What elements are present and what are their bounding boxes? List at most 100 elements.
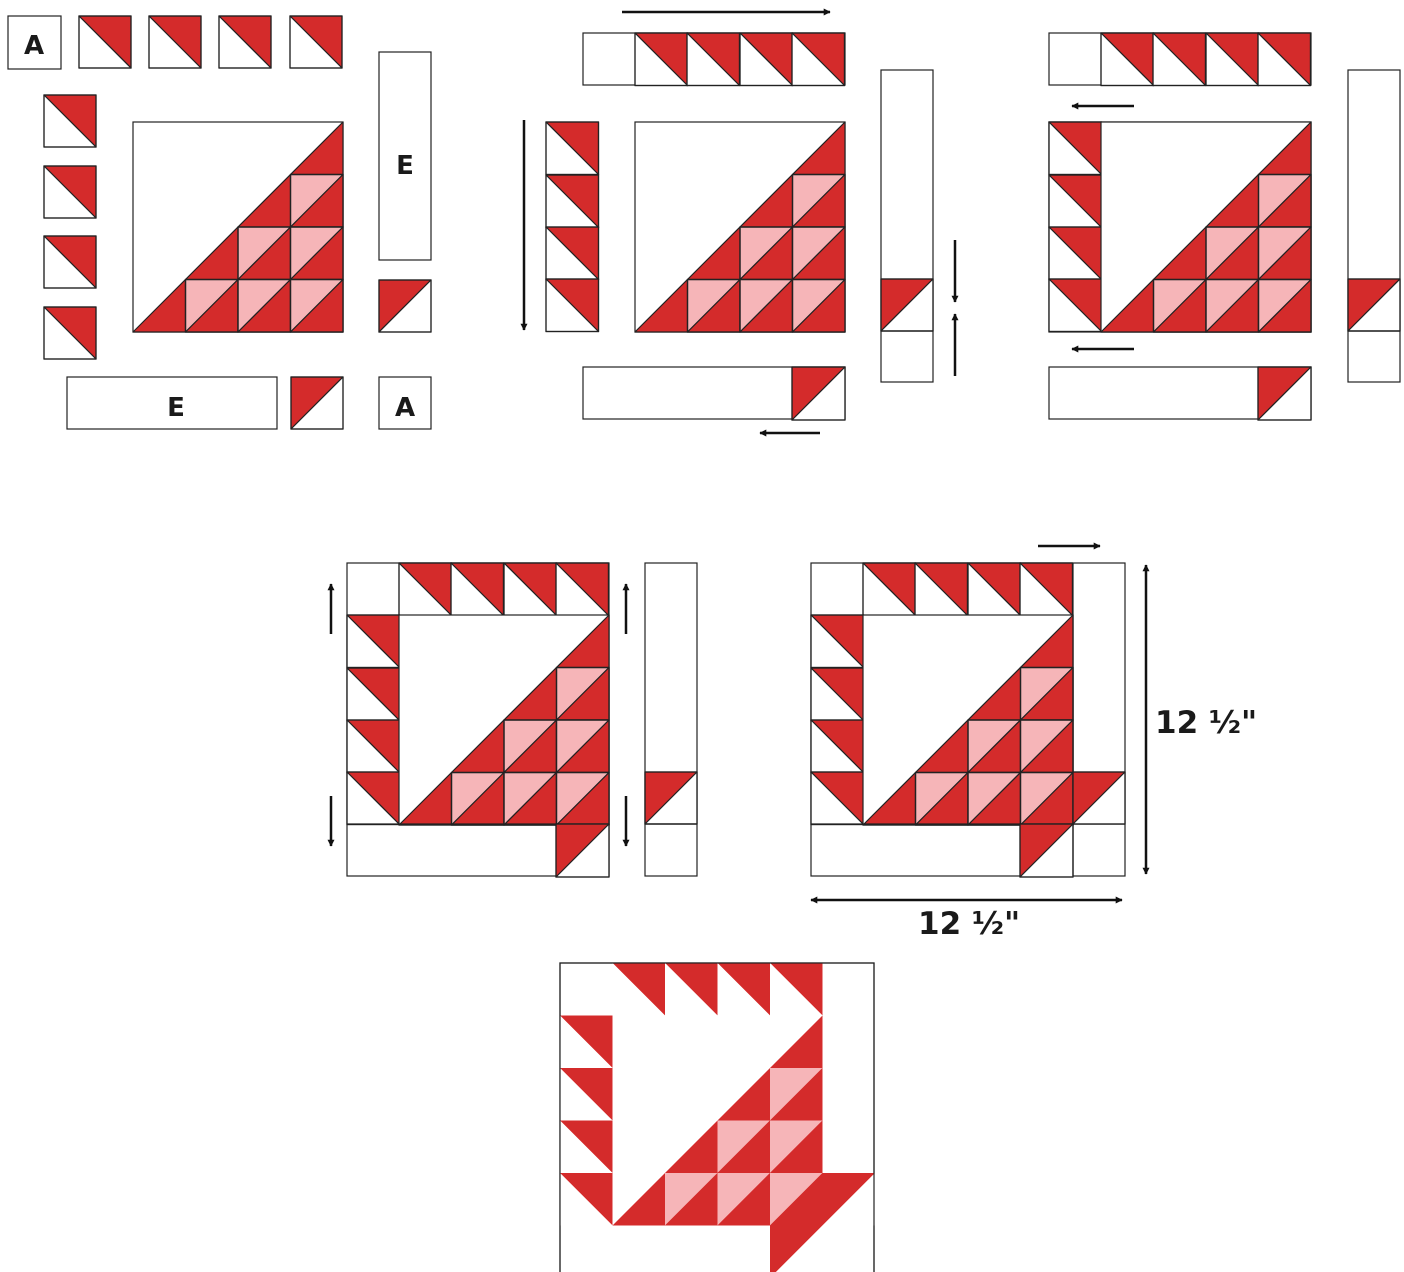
width-dimension-label: 12 ½" xyxy=(918,906,1020,942)
hst-outline xyxy=(791,366,846,421)
half-square-triangle xyxy=(545,226,600,281)
half-square-triangle xyxy=(1257,173,1312,228)
patch-a-label: A xyxy=(24,31,44,61)
half-square-triangle xyxy=(545,278,600,333)
half-square-triangle xyxy=(148,15,202,69)
patch-e-label: E xyxy=(167,393,185,423)
hst-outline xyxy=(555,823,610,878)
half-square-triangle xyxy=(914,562,969,617)
half-square-triangle xyxy=(770,1120,823,1173)
hst-light-half xyxy=(770,1173,823,1226)
step-5-block-assembled xyxy=(810,562,1126,878)
step-1-labels: A E E A xyxy=(24,31,415,423)
step-2-press-arrows xyxy=(520,8,959,437)
hst-outline xyxy=(78,15,132,69)
half-square-triangle xyxy=(560,1120,613,1173)
half-square-triangle xyxy=(862,562,917,617)
half-square-triangle xyxy=(1205,226,1260,281)
half-square-triangle xyxy=(810,614,865,669)
hst-light-half xyxy=(717,1120,770,1173)
step-3-press-arrows xyxy=(1071,102,1134,353)
half-square-triangle xyxy=(717,963,770,1016)
half-square-triangle xyxy=(665,963,718,1016)
half-square-triangle xyxy=(346,667,401,722)
center-unit xyxy=(612,1015,823,1226)
half-square-triangle xyxy=(1257,366,1312,421)
half-square-triangle xyxy=(346,771,401,826)
half-square-triangle xyxy=(184,278,239,333)
half-square-triangle xyxy=(1019,562,1074,617)
right-column-strip xyxy=(1347,69,1401,383)
hst-outline xyxy=(289,15,343,69)
half-square-triangle xyxy=(612,963,665,1016)
half-square-triangle xyxy=(1019,666,1074,721)
half-square-triangle xyxy=(717,1173,770,1226)
half-square-triangle xyxy=(634,32,689,87)
patch-a-square xyxy=(7,15,62,70)
hst-light-half xyxy=(776,1225,823,1272)
hst-light-half xyxy=(822,1173,875,1226)
center-unit xyxy=(634,121,846,333)
half-square-triangle xyxy=(289,226,344,281)
hst-light-half xyxy=(717,963,770,1016)
half-square-triangle xyxy=(289,15,343,69)
hst-light-half xyxy=(560,1015,613,1068)
hst-outline xyxy=(43,235,97,289)
step-2-rows-joined xyxy=(545,32,934,421)
half-square-triangle xyxy=(914,771,969,826)
half-square-triangle xyxy=(739,32,794,87)
hst-light-half xyxy=(612,963,665,1016)
half-square-triangle xyxy=(555,771,610,826)
hst-outline xyxy=(290,376,344,430)
half-square-triangle xyxy=(450,771,505,826)
half-square-triangle xyxy=(717,1120,770,1173)
hst-outline xyxy=(1072,771,1126,825)
half-square-triangle xyxy=(289,278,344,333)
half-square-triangle xyxy=(1072,771,1126,825)
hst-outline xyxy=(43,165,97,219)
half-square-triangle xyxy=(1019,771,1074,826)
half-square-triangle xyxy=(810,667,865,722)
half-square-triangle xyxy=(503,771,558,826)
half-square-triangle xyxy=(1048,226,1103,281)
half-square-triangle xyxy=(346,614,401,669)
half-square-triangle xyxy=(555,666,610,721)
hst-dark-half xyxy=(770,1225,823,1272)
half-square-triangle xyxy=(967,771,1022,826)
half-square-triangle xyxy=(791,173,846,228)
half-square-triangle xyxy=(237,278,292,333)
half-square-triangle xyxy=(1048,278,1103,333)
right-column-strip xyxy=(880,69,934,383)
half-square-triangle xyxy=(43,235,97,289)
center-unit xyxy=(132,121,344,333)
half-square-triangle xyxy=(791,226,846,281)
hst-light-half xyxy=(665,1173,718,1226)
half-square-triangle xyxy=(739,278,794,333)
half-square-triangle xyxy=(1048,121,1103,176)
hst-outline xyxy=(1257,32,1312,87)
half-square-triangle xyxy=(967,562,1022,617)
half-square-triangle xyxy=(686,278,741,333)
hst-outline xyxy=(378,279,432,333)
half-square-triangle xyxy=(378,279,432,333)
half-square-triangle xyxy=(237,226,292,281)
half-square-triangle xyxy=(545,174,600,229)
half-square-triangle xyxy=(1347,278,1401,332)
half-square-triangle xyxy=(1152,278,1207,333)
hst-outline xyxy=(43,94,97,148)
half-square-triangle xyxy=(739,226,794,281)
patch-e-rectangle xyxy=(66,376,278,430)
step-1-layout xyxy=(7,15,432,430)
half-square-triangle xyxy=(555,719,610,774)
finished-block-border xyxy=(559,962,875,1272)
half-square-triangle xyxy=(791,366,846,421)
half-square-triangle xyxy=(1257,226,1312,281)
step-5-dimensions: 12 ½" 12 ½" xyxy=(810,542,1257,942)
half-square-triangle xyxy=(346,719,401,774)
half-square-triangle xyxy=(810,719,865,774)
half-square-triangle xyxy=(78,15,132,69)
half-square-triangle xyxy=(555,823,610,878)
half-square-triangle xyxy=(644,771,698,825)
